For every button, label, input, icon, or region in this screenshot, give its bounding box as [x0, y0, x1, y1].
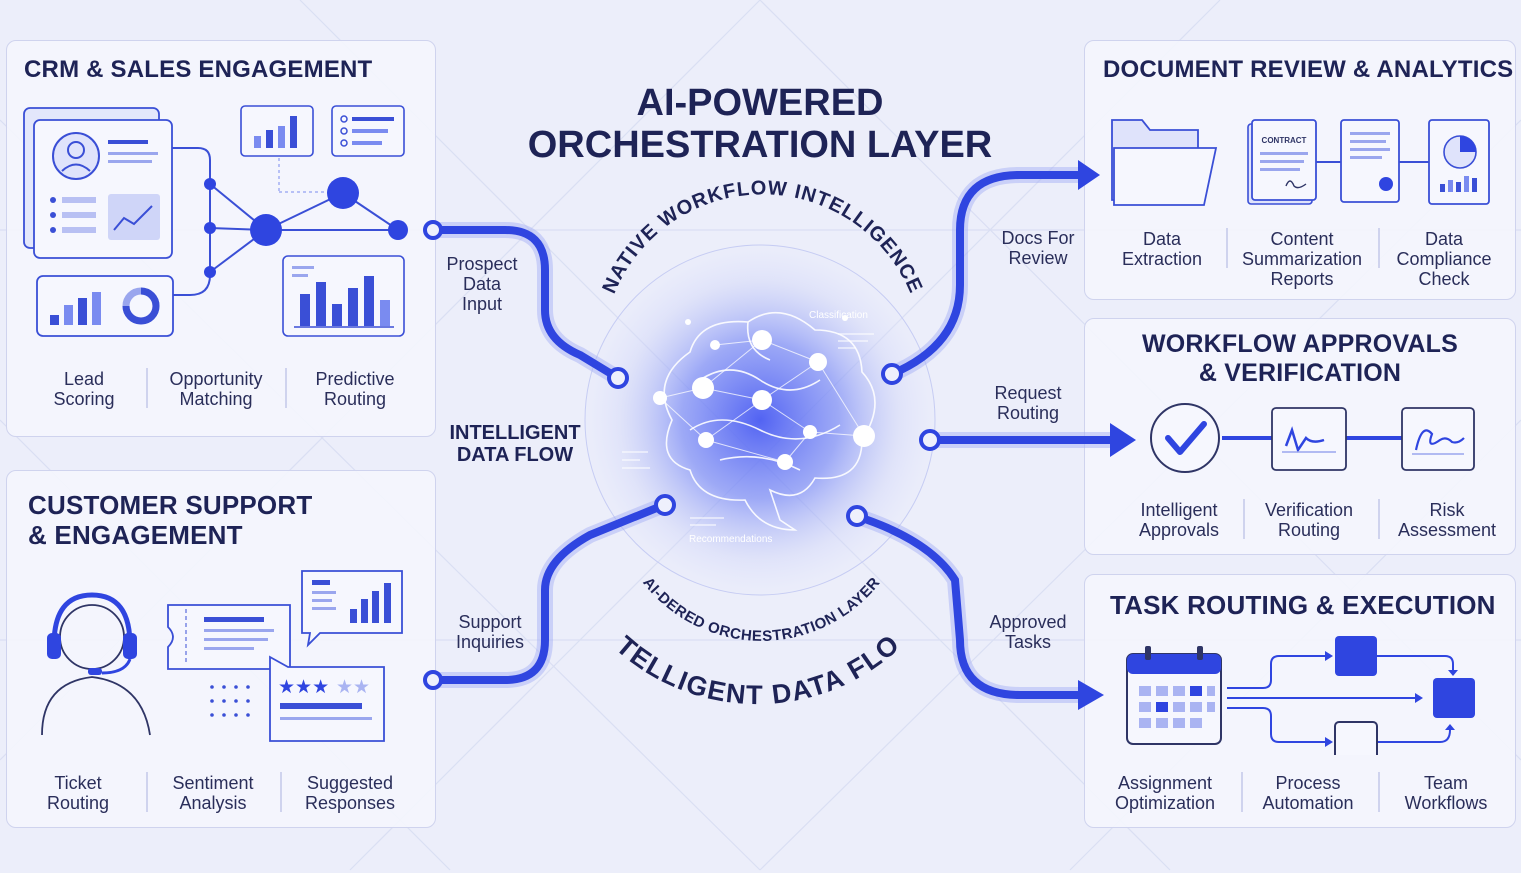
docs-illustration: CONTRACT: [1111, 119, 1490, 206]
flow-endpoints: [423, 220, 941, 690]
compliance-check-label: Data Compliance Check: [1396, 229, 1492, 289]
flow-connectors: [424, 167, 1120, 703]
prospect-flow-label: Prospect Data Input: [446, 254, 518, 314]
docs-panel-title: DOCUMENT REVIEW & ANALYTICS: [1103, 56, 1514, 83]
ticket-routing-label: Ticket Routing: [46, 773, 110, 813]
recommendations-tag: Recommendations: [689, 534, 772, 545]
approved-flow-label: Approved Tasks: [989, 612, 1067, 652]
crm-illustration: [23, 105, 408, 337]
process-automation-label: Process Automation: [1262, 773, 1354, 813]
approvals-panel-title: WORKFLOW APPROVALS & VERIFICATION: [1141, 330, 1459, 387]
crm-panel-title: CRM & SALES ENGAGEMENT: [24, 56, 373, 83]
classification-tag: Classification: [809, 310, 868, 321]
pie-report-icon: [1428, 119, 1490, 205]
divider: [280, 772, 282, 812]
lead-scoring-label: Lead Scoring: [53, 369, 115, 409]
opportunity-matching-label: Opportunity Matching: [169, 369, 263, 409]
data-extraction-label: Data Extraction: [1121, 229, 1203, 269]
main-title: AI-POWERED ORCHESTRATION LAYER: [527, 82, 993, 166]
divider: [1378, 499, 1380, 539]
svg-text:★★: ★★: [336, 677, 370, 698]
divider: [1243, 499, 1245, 539]
request-flow-label: Request Routing: [994, 383, 1062, 423]
tasks-illustration: [1126, 636, 1475, 755]
team-workflows-label: Team Workflows: [1404, 773, 1488, 813]
support-panel-title: CUSTOMER SUPPORT & ENGAGEMENT: [28, 490, 313, 550]
flow-arrowheads: [1078, 160, 1136, 710]
docs-flow-label: Docs For Review: [1001, 228, 1075, 268]
contract-text: CONTRACT: [1262, 136, 1307, 145]
contract-icon: CONTRACT: [1247, 119, 1317, 205]
divider: [1378, 228, 1380, 268]
assignment-optimization-label: Assignment Optimization: [1114, 773, 1216, 813]
task-block-icon: [1335, 636, 1377, 676]
risk-assessment-label: Risk Assessment: [1397, 500, 1497, 540]
approvals-illustration: [1150, 403, 1475, 473]
suggested-responses-label: Suggested Responses: [304, 773, 396, 813]
sentiment-analysis-label: Sentiment Analysis: [172, 773, 254, 813]
trend-chart-icon: [108, 194, 160, 240]
divider: [1241, 772, 1243, 812]
support-illustration: ★★★ ★★: [41, 570, 403, 742]
divider: [146, 772, 148, 812]
verification-routing-label: Verification Routing: [1264, 500, 1354, 540]
divider: [1378, 772, 1380, 812]
network-node-icon: [204, 178, 216, 190]
divider: [146, 368, 148, 408]
chart-bubble-icon: [301, 570, 403, 648]
intelligent-approvals-label: Intelligent Approvals: [1138, 500, 1220, 540]
intelligent-data-flow-label: INTELLIGENT DATA FLOW: [449, 422, 581, 466]
approval-check-icon: [1150, 403, 1220, 473]
neural-nodes: [653, 315, 875, 470]
support-flow-label: Support Inquiries: [455, 612, 525, 652]
task-block-icon: [1433, 678, 1475, 718]
compliance-doc-icon: [1340, 119, 1400, 203]
content-summarization-label: Content Summarization Reports: [1241, 229, 1363, 289]
divider: [1226, 228, 1228, 268]
divider: [285, 368, 287, 408]
tasks-panel-title: TASK ROUTING & EXECUTION: [1110, 590, 1496, 620]
rating-stars-icon: ★★★: [278, 677, 329, 698]
folder-icon: [1111, 119, 1218, 206]
user-avatar-icon: [52, 132, 100, 180]
predictive-routing-label: Predictive Routing: [315, 369, 395, 409]
calendar-icon: [1126, 646, 1222, 745]
task-block-empty-icon: [1334, 721, 1378, 755]
